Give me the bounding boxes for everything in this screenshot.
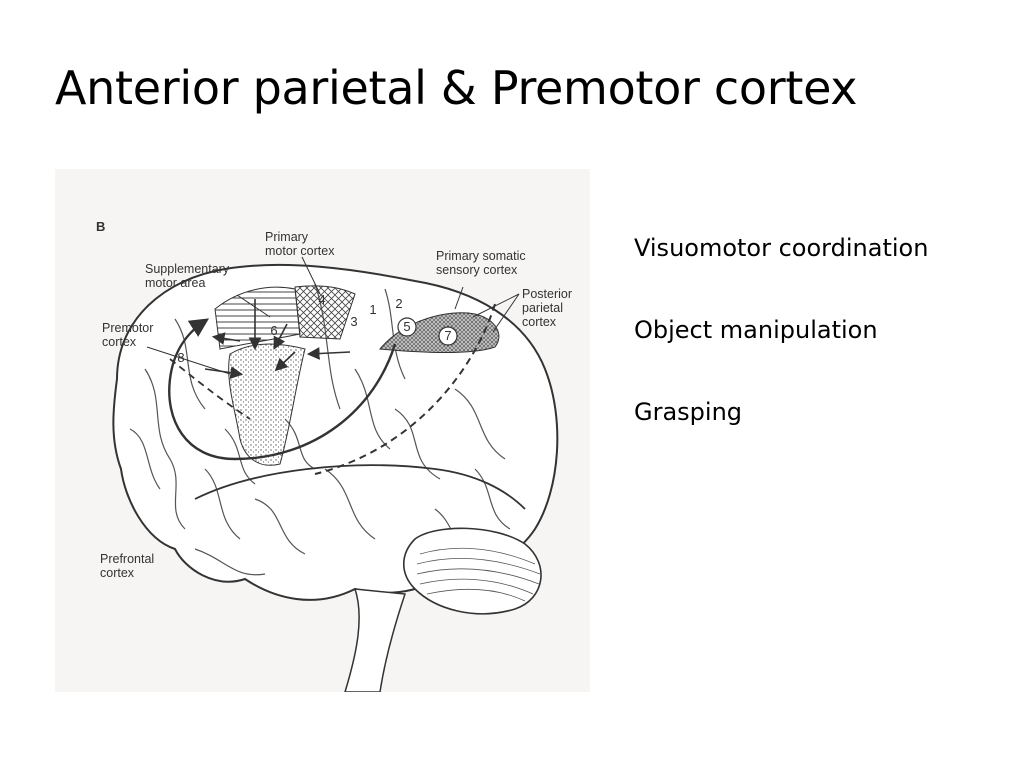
bullet-list: Visuomotor coordination Object manipulat… <box>634 232 928 478</box>
area-number-4: 4 <box>318 292 326 307</box>
area-number-6: 6 <box>270 323 278 338</box>
slide-title: Anterior parietal & Premotor cortex <box>55 61 858 115</box>
label-primary-motor-cortex: Primary motor cortex <box>265 230 335 258</box>
bullet-item: Visuomotor coordination <box>634 234 929 262</box>
label-supplementary-motor-area: Supplementary motor area <box>145 262 230 290</box>
label-premotor-cortex: Premotor cortex <box>102 321 154 349</box>
label-primary-somatic-sensory-cortex: Primary somatic sensory cortex <box>436 249 526 277</box>
area-number-1: 1 <box>369 302 377 317</box>
brainstem <box>344 588 407 692</box>
panel-letter: B <box>96 219 106 234</box>
brain-illustration <box>112 256 559 692</box>
area-number-3: 3 <box>350 314 358 329</box>
area-number-8: 8 <box>177 350 185 365</box>
primary-motor-region <box>294 285 356 340</box>
premotor-stipple-region <box>228 343 306 466</box>
brain-diagram: B Primary motor cortex Supplementary mot… <box>55 169 590 692</box>
label-posterior-parietal-cortex: Posterior parietal cortex <box>522 287 573 329</box>
label-prefrontal-cortex: Prefrontal cortex <box>100 552 155 580</box>
parietal-frontal-pathway <box>168 318 397 461</box>
area-number-5: 5 <box>403 319 411 334</box>
bullet-item: Object manipulation <box>634 316 878 344</box>
bullet-item: Grasping <box>634 398 743 426</box>
area-number-7: 7 <box>444 328 452 343</box>
cerebellum <box>402 527 542 615</box>
area-number-2: 2 <box>395 296 403 311</box>
